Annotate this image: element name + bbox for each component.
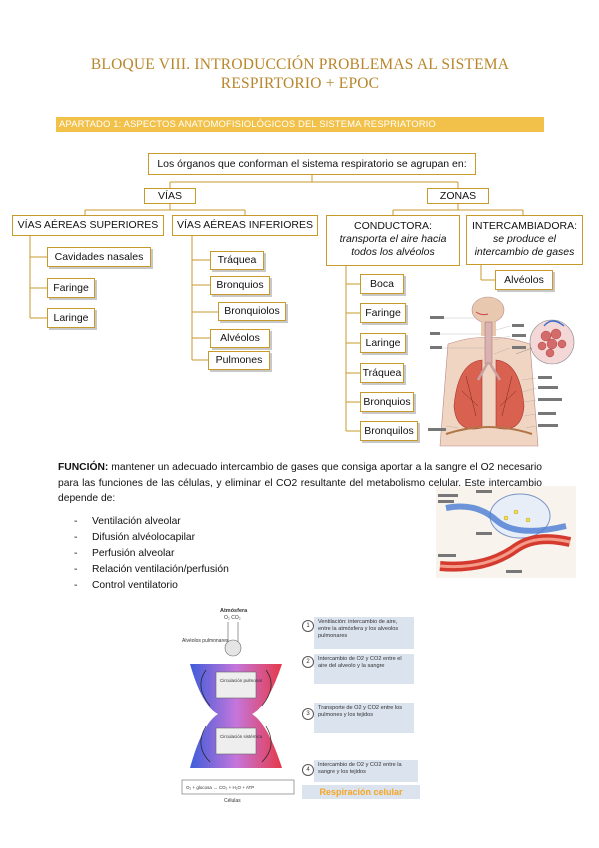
intercambiadora-box: INTERCAMBIADORA: se produce el intercamb… <box>466 215 583 265</box>
funcion-label: FUNCIÓN: <box>58 462 109 473</box>
circulacion-sistemica-label: Circulación sistémica <box>220 734 263 739</box>
respiratory-anatomy-illustration <box>426 296 586 454</box>
item-boca: Boca <box>360 274 404 294</box>
cell-equation: O₂ + glucosa → CO₂ + H₂O + ATP <box>186 785 254 790</box>
alveolos-label: Alvéolos pulmonares <box>182 638 229 644</box>
intercambiadora-desc-1: se produce el <box>492 233 557 245</box>
item-bronquiolos: Bronquiolos <box>218 302 286 321</box>
section-heading: APARTADO 1: ASPECTOS ANATOMOFISIOLÓGICOS… <box>56 117 544 132</box>
step-2-note: Intercambio de O2 y CO2 entre el aire de… <box>314 654 414 684</box>
item-conductora-bronquilos: Bronquilos <box>360 421 418 441</box>
celulas-label: Células <box>224 798 241 804</box>
funcion-text: mantener un adecuado intercambio de gase… <box>58 462 542 504</box>
factor-item: Control ventilatorio <box>58 578 229 594</box>
factor-item: Relación ventilación/perfusión <box>58 562 229 578</box>
item-faringe: Faringe <box>47 278 95 298</box>
conductora-desc-2: todos los alvéolos <box>351 246 435 258</box>
circulacion-pulmonar-label: Circulación pulmonar <box>220 678 263 683</box>
atmosfera-gases: O₂ CO₂ <box>224 615 241 621</box>
item-intercambiadora-alveolos: Alvéolos <box>495 270 553 290</box>
zonas-box: ZONAS <box>427 188 489 204</box>
item-traquea: Tráquea <box>210 251 264 270</box>
item-laringe: Laringe <box>47 308 95 328</box>
item-conductora-traquea: Tráquea <box>360 363 404 383</box>
conductora-desc-1: transporta el aire hacia <box>339 233 447 245</box>
item-cavidades-nasales: Cavidades nasales <box>47 247 151 267</box>
vias-box: VÍAS <box>144 188 196 204</box>
conductora-box: CONDUCTORA: transporta el aire hacia tod… <box>326 215 460 266</box>
respiracion-celular-label: Respiración celular <box>302 785 420 799</box>
step-4-note: Intercambio de O2 y CO2 entre la sangre … <box>314 760 418 782</box>
diagram-root-box: Los órganos que conforman el sistema res… <box>148 153 476 175</box>
intercambiadora-label: INTERCAMBIADORA: <box>471 220 577 232</box>
vias-inferiores-box: VÍAS AÉREAS INFERIORES <box>172 215 318 236</box>
title-line-2: RESPIRTORIO + EPOC <box>220 75 380 92</box>
item-pulmones: Pulmones <box>208 351 270 370</box>
atmosfera-label: Atmósfera <box>220 608 248 614</box>
step-3-marker: 3 <box>302 708 314 720</box>
item-conductora-faringe: Faringe <box>360 303 406 323</box>
step-3-note: Transporte de O2 y CO2 entre los pulmone… <box>314 703 414 733</box>
item-conductora-laringe: Laringe <box>360 333 406 353</box>
step-1-note: Ventilación: intercambio de aire, entre … <box>314 617 414 649</box>
funcion-paragraph: FUNCIÓN: mantener un adecuado intercambi… <box>58 460 542 507</box>
diagram-connectors <box>29 175 524 432</box>
page-title: BLOQUE VIII. INTRODUCCIÓN PROBLEMAS AL S… <box>60 55 540 93</box>
intercambiadora-desc-2: intercambio de gases <box>474 246 575 258</box>
vias-superiores-box: VÍAS AÉREAS SUPERIORES <box>12 215 164 236</box>
item-bronquios: Bronquios <box>210 276 270 295</box>
step-2-marker: 2 <box>302 656 314 668</box>
step-1-marker: 1 <box>302 620 314 632</box>
factors-list: Ventilación alveolar Difusión alvéolocap… <box>58 514 229 594</box>
conductora-label: CONDUCTORA: <box>354 220 432 232</box>
title-line-1: BLOQUE VIII. INTRODUCCIÓN PROBLEMAS AL S… <box>90 56 510 73</box>
factor-item: Difusión alvéolocapilar <box>58 530 229 546</box>
factor-item: Perfusión alveolar <box>58 546 229 562</box>
step-4-marker: 4 <box>302 764 314 776</box>
gas-exchange-circulation-figure: Atmósfera O₂ CO₂ Alvéolos pulmonares Cir… <box>181 608 295 804</box>
item-alveolos: Alvéolos <box>210 329 270 348</box>
alveolar-capillary-illustration <box>436 486 576 578</box>
item-conductora-bronquios: Bronquios <box>360 392 414 412</box>
factor-item: Ventilación alveolar <box>58 514 229 530</box>
